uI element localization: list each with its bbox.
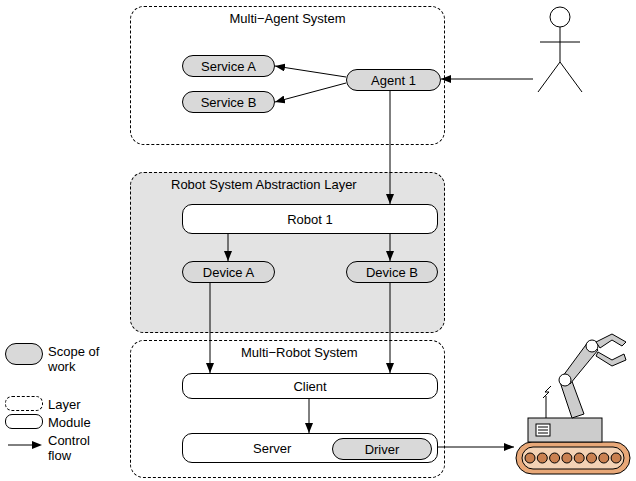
legend-swatch xyxy=(5,343,43,365)
module-label: Service A xyxy=(201,59,256,74)
control-flow-arrow xyxy=(210,283,211,373)
control-flow-arrow xyxy=(275,66,346,77)
agent-box: Agent 1 xyxy=(346,69,441,91)
layer-box: Multi−Robot SystemClientServer Driver xyxy=(130,340,445,478)
legend-arrow-sample xyxy=(8,437,42,445)
legend-label: Control flow xyxy=(48,433,108,463)
control-flow-arrow xyxy=(390,91,391,204)
layer-title: Multi−Agent System xyxy=(131,11,444,26)
server-module: Server Driver xyxy=(182,433,438,463)
robot-illustration xyxy=(516,334,630,474)
module-label: Robot 1 xyxy=(287,212,333,227)
legend-label: Layer xyxy=(48,397,128,412)
robot-module: Robot 1 xyxy=(182,204,438,234)
module-label: Agent 1 xyxy=(371,73,416,88)
legend-label: Module xyxy=(48,415,128,430)
layer-title: Robot System Abstraction Layer xyxy=(171,177,357,192)
layer-title: Multi−Robot System xyxy=(241,345,358,360)
module-label: Driver xyxy=(365,442,400,457)
legend-arrow-icon xyxy=(8,441,42,449)
module-label: Client xyxy=(293,379,326,394)
driver-box: Driver xyxy=(332,438,432,460)
user-arrow xyxy=(441,79,533,80)
legend-label: Scope of work xyxy=(48,344,118,374)
legend-layer-sample xyxy=(5,396,43,411)
layer-ground xyxy=(130,172,445,333)
device-box: Device A xyxy=(182,261,275,283)
client-module: Client xyxy=(182,373,438,399)
layer-box: Robot System Abstraction LayerRobot 1 Dev… xyxy=(130,172,445,333)
legend-module-sample xyxy=(5,414,43,429)
control-flow-arrow xyxy=(275,83,346,102)
user-figure xyxy=(538,7,582,92)
device-box: Device B xyxy=(346,261,438,283)
module-label: Device B xyxy=(366,265,418,280)
module-label: Server xyxy=(253,441,291,456)
control-flow-arrow xyxy=(390,234,391,261)
driver-arrow xyxy=(430,447,514,448)
layer-box: Multi−Agent SystemService A Service B Agen… xyxy=(130,6,445,145)
control-flow-arrow xyxy=(390,283,391,373)
module-label: Service B xyxy=(201,95,257,110)
service-box: Service A xyxy=(182,55,275,77)
control-flow-arrow xyxy=(228,234,229,261)
control-flow-arrow xyxy=(309,399,310,433)
service-box: Service B xyxy=(182,91,275,113)
module-label: Device A xyxy=(203,265,254,280)
